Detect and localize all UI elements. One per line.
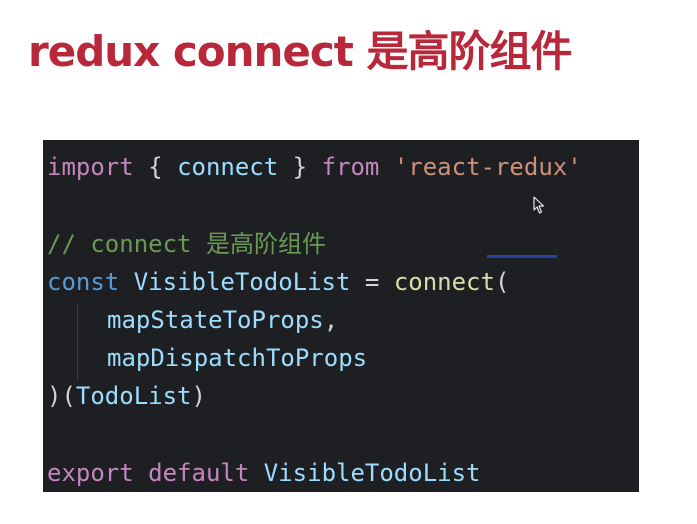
function-connect: connect (393, 268, 495, 296)
paren-close: ) (191, 382, 206, 410)
code-line-import: import { connect } from 'react-redux' (47, 152, 582, 182)
keyword-const: const (47, 268, 120, 296)
code-line-const: const VisibleTodoList = connect( (47, 267, 509, 297)
brace-open: { (133, 153, 178, 181)
identifier-connect: connect (177, 153, 279, 181)
space (379, 153, 393, 181)
code-line-export: export default VisibleTodoList (47, 458, 481, 488)
code-line-map-dispatch: mapDispatchToProps (107, 343, 367, 373)
indent-guide (77, 305, 78, 381)
identifier-map-state-to-props: mapStateToProps (107, 306, 324, 334)
space (249, 459, 263, 487)
identifier-map-dispatch-to-props: mapDispatchToProps (107, 344, 368, 372)
keyword-from: from (321, 153, 380, 181)
code-line-comment: // connect 是高阶组件 (47, 229, 326, 259)
mouse-pointer-icon (533, 196, 545, 214)
space (134, 459, 148, 487)
selection-highlight (487, 255, 557, 258)
comment-text: // connect 是高阶组件 (47, 230, 326, 258)
keyword-default: default (148, 459, 250, 487)
space (119, 268, 133, 296)
paren-open: ( (494, 268, 510, 296)
comma: , (323, 306, 339, 334)
code-editor-panel: import { connect } from 'react-redux' //… (43, 140, 639, 492)
keyword-export: export (47, 459, 134, 487)
identifier-visible-todo-list-export: VisibleTodoList (263, 459, 481, 487)
identifier-visible-todo-list: VisibleTodoList (133, 268, 351, 296)
string-react-redux: 'react-redux' (393, 153, 582, 181)
slide-title: redux connect 是高阶组件 (28, 27, 573, 76)
code-line-todolist: )(TodoList) (47, 381, 206, 411)
paren-close-open: )( (47, 382, 76, 410)
code-line-map-state: mapStateToProps, (107, 305, 338, 335)
keyword-import: import (47, 153, 134, 181)
brace-close: } (278, 153, 322, 181)
equals-sign: = (350, 268, 394, 296)
identifier-todo-list: TodoList (75, 382, 192, 410)
